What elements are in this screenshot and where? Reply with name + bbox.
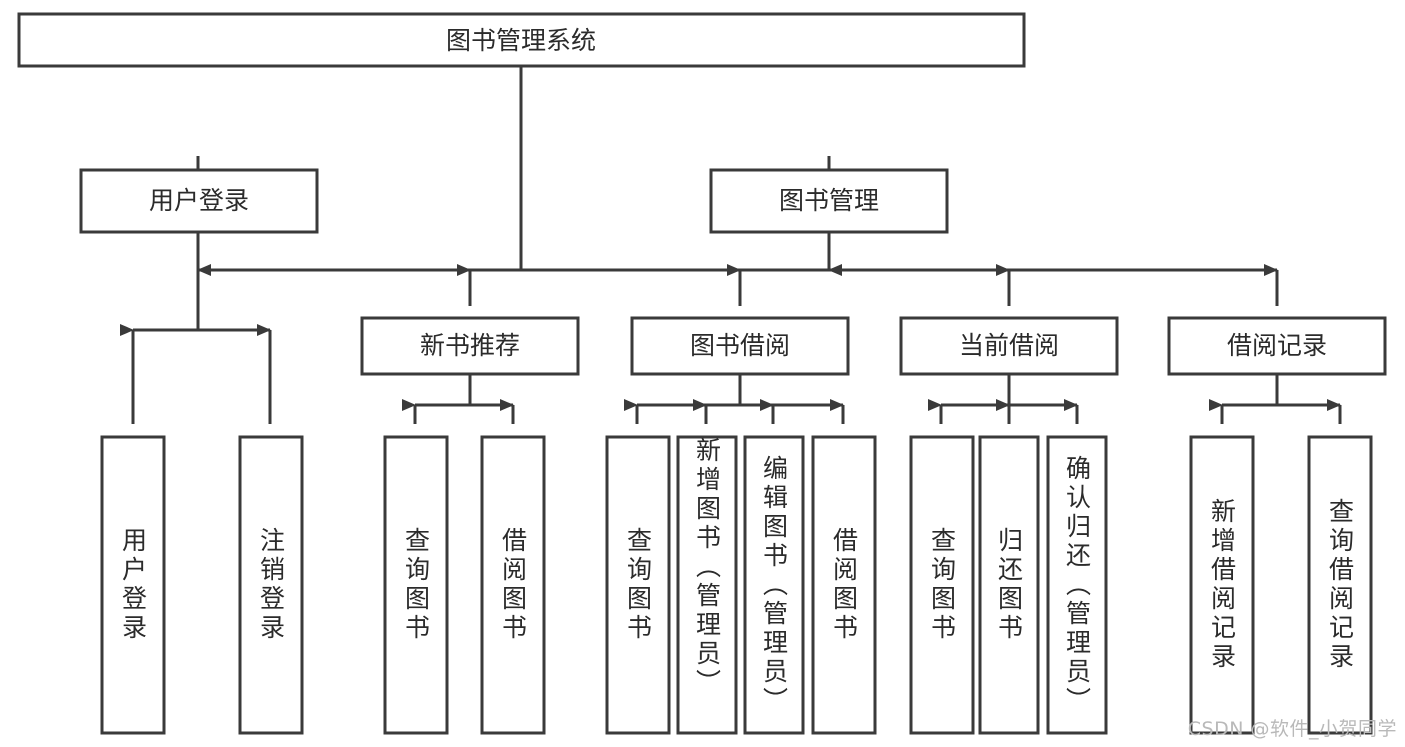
node-new-book-rec[interactable]: 新书推荐 [360, 316, 580, 376]
node-leaf-box-cb-query[interactable] [909, 435, 975, 735]
node-current-borrow-label: 当前借阅 [959, 331, 1059, 360]
node-layer: 图书管理系统 用户登录 图书管理 新书推荐 图书借阅 当前借阅 借阅记录 [17, 12, 1387, 735]
node-leaf-box-bb-add[interactable] [676, 435, 738, 735]
node-leaf-box-cb-return[interactable] [978, 435, 1040, 735]
node-leaf-box-bb-query[interactable] [605, 435, 671, 735]
node-root[interactable]: 图书管理系统 [17, 12, 1026, 68]
node-current-borrow[interactable]: 当前借阅 [899, 316, 1119, 376]
node-user-login[interactable]: 用户登录 [79, 168, 319, 234]
node-leaf-box-bb-borrow[interactable] [811, 435, 877, 735]
connector-layer [120, 66, 1342, 424]
node-borrow-record-box[interactable] [1167, 316, 1387, 376]
node-leaf-box-user-login[interactable] [100, 435, 166, 735]
node-leaf-box-bb-edit[interactable] [743, 435, 805, 735]
node-root-label: 图书管理系统 [446, 26, 596, 55]
node-leaf-box-br-add[interactable] [1189, 435, 1255, 735]
node-borrow-record-label: 借阅记录 [1227, 331, 1327, 360]
node-leaf-box-logout[interactable] [238, 435, 304, 735]
node-book-borrow-label: 图书借阅 [690, 331, 790, 360]
node-book-manage-label: 图书管理 [779, 186, 879, 215]
node-book-borrow-box[interactable] [630, 316, 850, 376]
watermark-text: CSDN @软件_小贺同学 [1187, 718, 1397, 740]
node-borrow-record[interactable]: 借阅记录 [1167, 316, 1387, 376]
node-book-manage[interactable]: 图书管理 [709, 168, 949, 234]
node-book-borrow[interactable]: 图书借阅 [630, 316, 850, 376]
node-new-book-rec-label: 新书推荐 [420, 331, 520, 360]
node-book-manage-box[interactable] [709, 168, 949, 234]
node-leaf-box-nbr-borrow[interactable] [480, 435, 546, 735]
node-current-borrow-box[interactable] [899, 316, 1119, 376]
node-leaf-box-br-query[interactable] [1307, 435, 1373, 735]
node-user-login-box[interactable] [79, 168, 319, 234]
node-new-book-rec-box[interactable] [360, 316, 580, 376]
node-leaf-box-nbr-query[interactable] [383, 435, 449, 735]
node-user-login-label: 用户登录 [149, 186, 249, 215]
node-root-box[interactable] [17, 12, 1026, 68]
node-leaf-box-cb-confirm[interactable] [1046, 435, 1108, 735]
